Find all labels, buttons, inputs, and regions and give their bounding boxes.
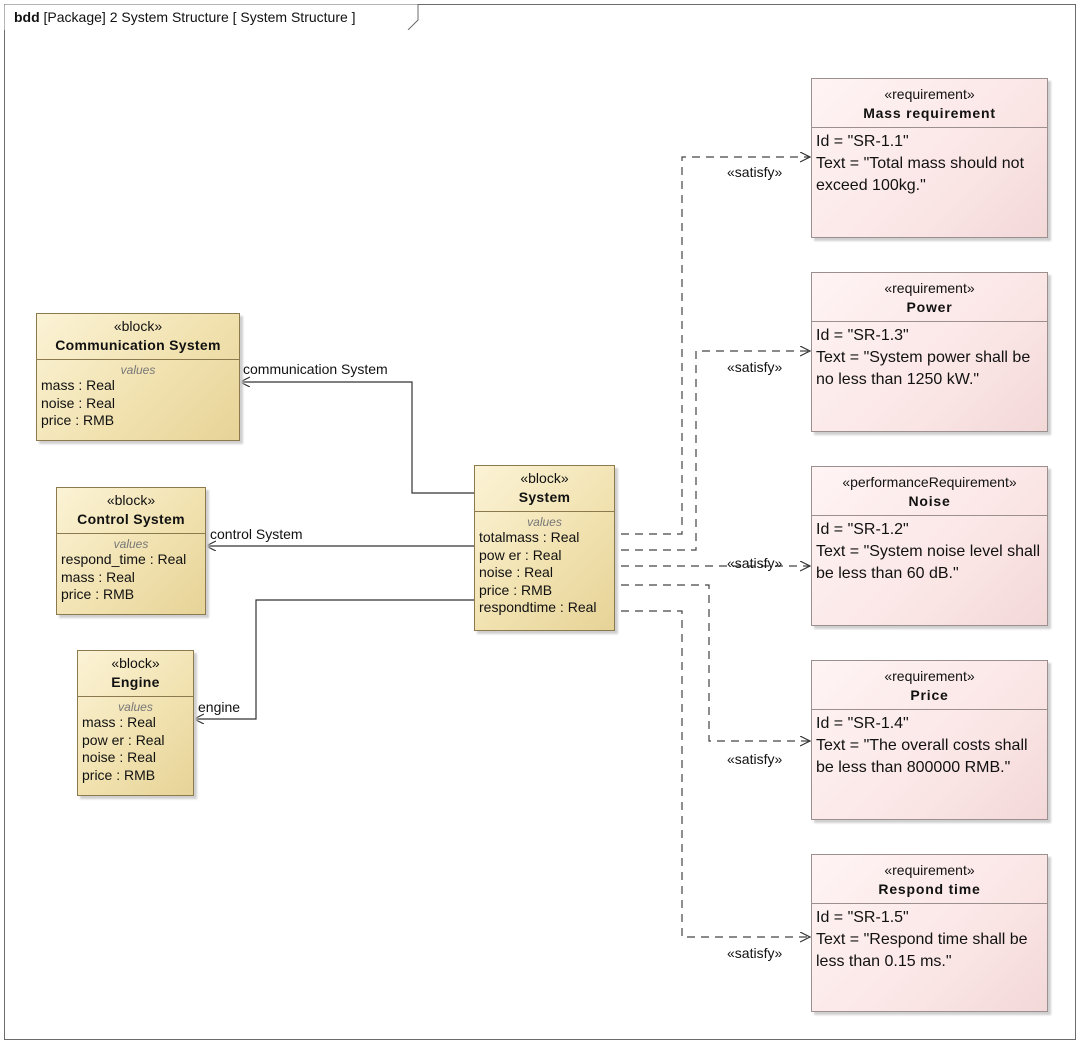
requirement-id: Id = "SR-1.5" [816,909,909,926]
values-section-label: values [527,515,562,529]
requirement-name: Respond time [878,881,981,897]
requirement-mass[interactable]: «requirement» Mass requirement Id = "SR-… [811,78,1048,238]
requirement-id: Id = "SR-1.1" [816,133,909,150]
block-engine[interactable]: «block» Engine values mass : Real pow er… [77,650,194,796]
frame-kind: bdd [14,9,40,25]
block-property: noise : Real [479,564,553,580]
compartment-divider [812,903,1047,904]
requirement-stereotype: «requirement» [884,280,975,296]
role-label-communication: communication System [243,361,388,377]
requirement-name: Mass requirement [863,105,996,121]
block-control-system[interactable]: «block» Control System values respond_ti… [56,487,206,615]
requirement-id: Id = "SR-1.4" [816,715,909,732]
block-stereotype: «block» [111,655,160,671]
association-communication[interactable] [240,382,474,493]
block-communication-system[interactable]: «block» Communication System values mass… [36,313,240,441]
requirement-respond-time[interactable]: «requirement» Respond time Id = "SR-1.5"… [811,854,1048,1012]
compartment-divider [37,359,239,360]
requirement-name: Price [910,687,949,703]
requirement-text: Text = "The overall costs shall be less … [816,737,1028,776]
values-section-label: values [113,537,149,551]
frame-title: [Package] 2 System Structure [ System St… [43,9,356,25]
block-stereotype: «block» [106,492,156,508]
association-engine[interactable] [194,600,474,719]
satisfy-label: «satisfy» [727,359,783,375]
values-section-label: values [118,700,153,714]
requirement-price[interactable]: «requirement» Price Id = "SR-1.4" Text =… [811,660,1048,820]
compartment-divider [812,127,1047,128]
satisfy-link-power[interactable] [621,351,810,551]
values-section-label: values [120,363,156,377]
requirement-noise[interactable]: «performanceRequirement» Noise Id = "SR-… [811,466,1048,626]
requirement-text: Text = "Total mass should not exceed 100… [816,155,1025,194]
block-property: pow er : Real [479,546,562,563]
block-name: System [518,489,571,505]
block-property: mass : Real [41,377,115,393]
satisfy-label: «satisfy» [727,555,783,571]
block-property: totalmass : Real [479,529,580,545]
satisfy-link-price[interactable] [621,584,810,741]
block-property: price : RMB [479,581,553,598]
block-stereotype: «block» [113,318,163,334]
satisfy-label: «satisfy» [727,751,783,767]
block-property: price : RMB [61,586,135,602]
block-property: price : RMB [41,412,115,428]
requirement-stereotype: «requirement» [884,668,975,684]
satisfy-label: «satisfy» [727,164,783,180]
requirement-stereotype: «performanceRequirement» [842,474,1017,490]
block-name: Communication System [55,337,221,353]
requirement-stereotype: «requirement» [884,862,975,878]
role-label-engine: engine [198,699,241,715]
requirement-id: Id = "SR-1.3" [816,327,909,344]
block-property: respondtime : Real [479,599,597,615]
diagram-frame [4,4,1076,1040]
frame-tab-outline [4,4,419,30]
role-label-control: control System [210,526,303,542]
block-property: price : RMB [82,766,156,783]
requirement-text: Text = "System noise level shall be less… [816,543,1040,582]
block-name: Control System [77,511,185,527]
satisfy-link-mass[interactable] [621,157,810,535]
requirement-text: Text = "System power shall be no less th… [816,349,1031,388]
compartment-divider [812,515,1047,516]
block-property: noise : Real [41,394,115,411]
compartment-divider [57,533,205,534]
satisfy-label: «satisfy» [727,945,783,961]
block-property: respond_time : Real [61,551,187,567]
requirement-text: Text = "Respond time shall be less than … [816,931,1028,970]
block-name: Engine [111,674,160,690]
compartment-divider [475,511,614,512]
requirement-stereotype: «requirement» [884,86,975,102]
frame-label: bdd [Package] 2 System Structure [ Syste… [14,9,356,25]
requirement-power[interactable]: «requirement» Power Id = "SR-1.3" Text =… [811,272,1048,432]
requirement-name: Power [906,299,953,315]
block-stereotype: «block» [520,470,569,486]
compartment-divider [78,696,193,697]
requirement-name: Noise [908,493,951,509]
block-system[interactable]: «block» System values totalmass : Real p… [474,465,615,631]
satisfy-link-respond-time[interactable] [621,610,810,937]
requirement-id: Id = "SR-1.2" [816,521,909,538]
block-property: mass : Real [82,714,156,730]
block-property: noise : Real [82,749,156,765]
block-property: mass : Real [61,568,135,585]
compartment-divider [812,709,1047,710]
block-property: pow er : Real [82,731,165,748]
compartment-divider [812,321,1047,322]
